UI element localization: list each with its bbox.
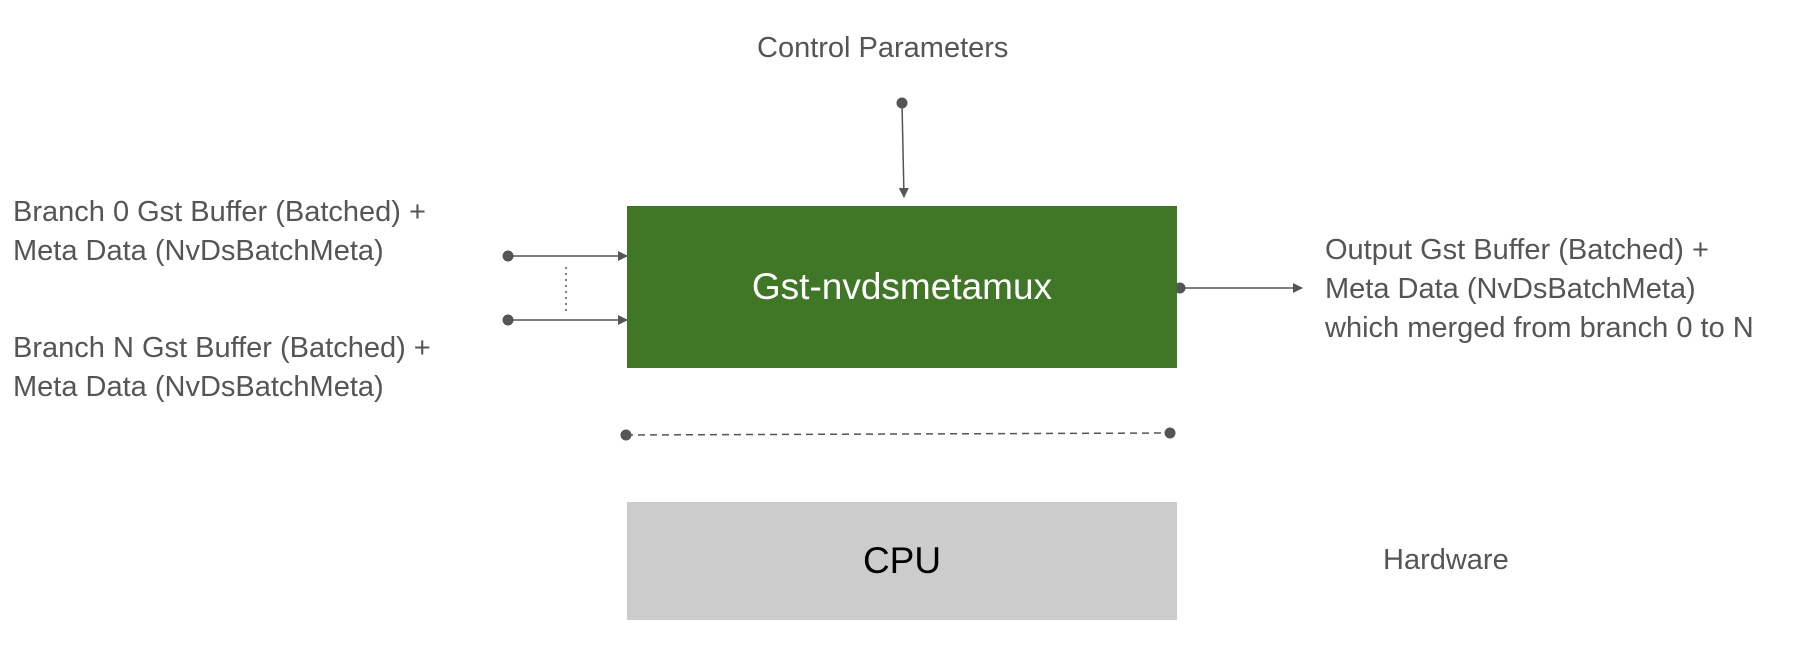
branch-n-label-line-1: Branch N Gst Buffer (Batched) + xyxy=(13,332,431,364)
branch-0-arrow xyxy=(502,250,628,262)
branch-0-connector-dot xyxy=(502,250,514,262)
control-parameters-label: Control Parameters xyxy=(757,32,1009,64)
hardware-caption: Hardware xyxy=(1383,544,1509,576)
plugin-block: Gst-nvdsmetamux xyxy=(627,206,1177,368)
separator-dot-right xyxy=(1164,427,1176,439)
control-connector-dot xyxy=(896,97,908,109)
plugin-label: Gst-nvdsmetamux xyxy=(751,266,1053,307)
output-connector-dot xyxy=(1174,282,1186,294)
control-arrow xyxy=(896,97,909,198)
separator-line xyxy=(620,427,1176,441)
output-label-line-1: Output Gst Buffer (Batched) + xyxy=(1325,234,1709,266)
branch-n-label: Branch N Gst Buffer (Batched) + Meta Dat… xyxy=(13,329,431,407)
branch-n-arrow xyxy=(502,314,628,326)
branch-n-connector-dot xyxy=(502,314,514,326)
hardware-block: CPU xyxy=(627,502,1177,620)
branch-0-label-line-1: Branch 0 Gst Buffer (Batched) + xyxy=(13,196,426,228)
output-label: Output Gst Buffer (Batched) + Meta Data … xyxy=(1325,231,1754,348)
hardware-label: CPU xyxy=(862,540,942,581)
output-label-line-3: which merged from branch 0 to N xyxy=(1325,312,1754,344)
branch-0-label-line-2: Meta Data (NvDsBatchMeta) xyxy=(13,235,384,267)
output-label-line-2: Meta Data (NvDsBatchMeta) xyxy=(1325,273,1696,305)
separator-dot-left xyxy=(620,429,632,441)
output-arrow xyxy=(1174,282,1303,294)
branch-0-label: Branch 0 Gst Buffer (Batched) + Meta Dat… xyxy=(13,193,426,271)
branch-n-label-line-2: Meta Data (NvDsBatchMeta) xyxy=(13,371,384,403)
